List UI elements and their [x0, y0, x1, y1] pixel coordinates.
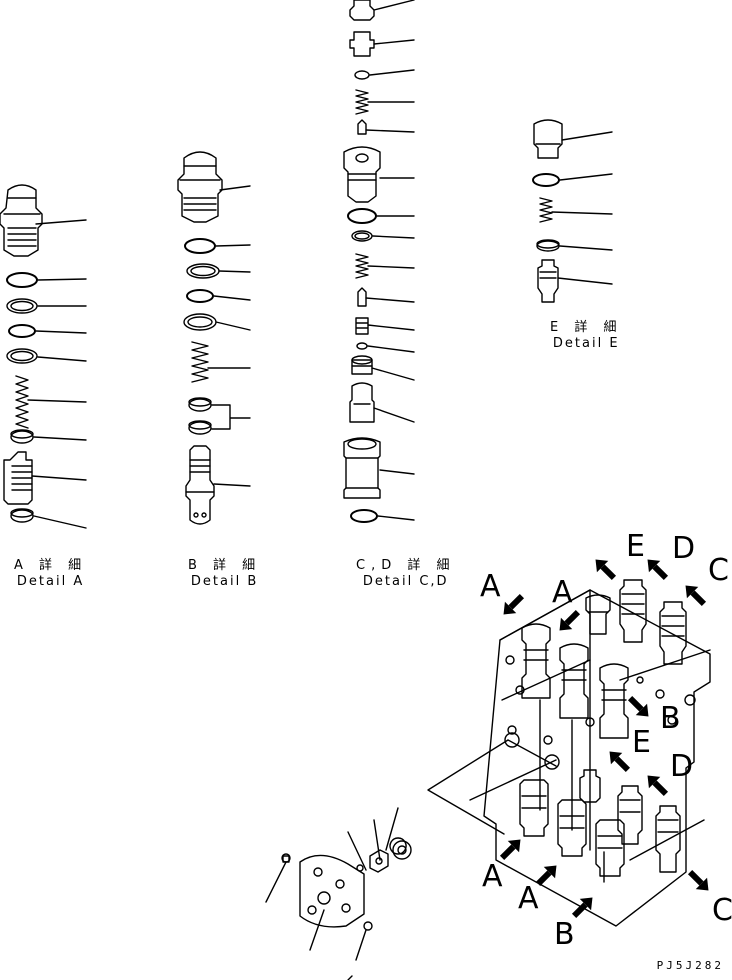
callout-a-1: A	[480, 569, 501, 604]
detail-cd-parts	[343, 0, 415, 523]
drawing-code: PJ5J282	[656, 959, 724, 972]
callout-a-3: A	[482, 859, 503, 894]
main-valve-body	[483, 579, 711, 927]
callout-e-1: E	[626, 529, 645, 564]
detail-cd-en: Detail C,D	[362, 574, 449, 589]
callout-a-2: A	[552, 575, 573, 610]
detail-cd-jp: C,D 詳 細	[356, 558, 456, 573]
detail-b-caption: B 詳 細 Detail B	[188, 558, 261, 590]
detail-e-parts	[532, 119, 613, 303]
detail-e-caption: E 詳 細 Detail E	[550, 320, 622, 352]
callout-c-2: C	[712, 893, 732, 928]
edge-mark	[347, 975, 353, 980]
callout-b-1: B	[660, 701, 681, 736]
detail-cd-caption: C,D 詳 細 Detail C,D	[356, 558, 456, 590]
callout-c-1: C	[708, 553, 729, 588]
direction-arrows	[499, 559, 709, 919]
callout-d-2: D	[670, 749, 694, 784]
detail-a-caption: A 詳 細 Detail A	[14, 558, 87, 590]
detail-b-parts	[177, 151, 251, 525]
detail-a-parts	[0, 184, 87, 529]
callout-a-4: A	[518, 881, 539, 916]
detail-b-jp: B 詳 細	[188, 558, 262, 573]
callout-b-2: B	[554, 917, 575, 952]
callout-e-2: E	[632, 725, 651, 760]
detail-b-en: Detail B	[190, 574, 259, 589]
detail-a-jp: A 詳 細	[14, 558, 88, 573]
callout-d-1: D	[672, 531, 696, 566]
detail-e-en: Detail E	[552, 336, 620, 351]
detail-a-en: Detail A	[16, 574, 85, 589]
detail-e-jp: E 詳 細	[550, 320, 623, 335]
cover-assembly	[265, 739, 557, 961]
